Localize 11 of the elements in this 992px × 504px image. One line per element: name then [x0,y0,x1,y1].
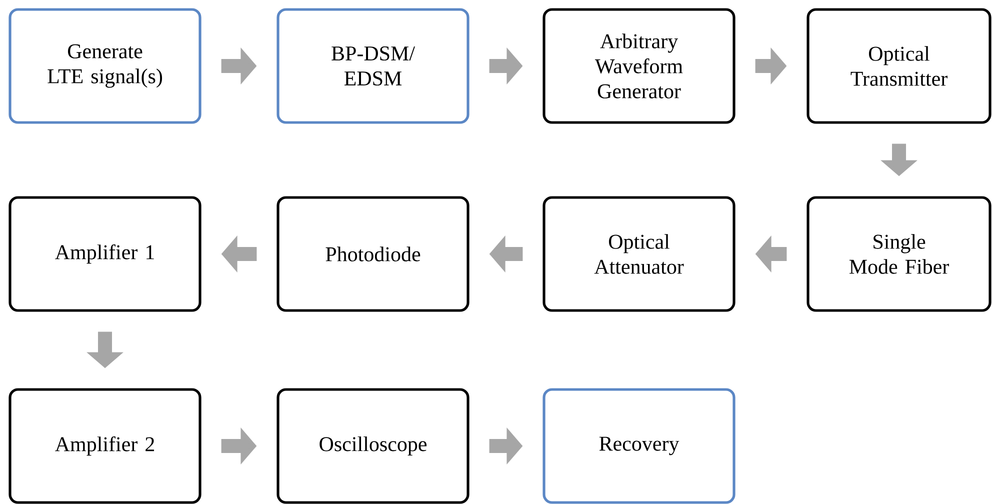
process-box: Arbitrary Waveform Generator [542,8,736,124]
process-box: Generate LTE signal(s) [8,8,202,124]
process-box: Oscilloscope [276,388,470,504]
process-box: Optical Transmitter [806,8,992,124]
process-box: Recovery [542,388,736,504]
process-box: Amplifier 1 [8,196,202,312]
process-box: Single Mode Fiber [806,196,992,312]
process-box: Photodiode [276,196,470,312]
process-box: Optical Attenuator [542,196,736,312]
process-box: Amplifier 2 [8,388,202,504]
process-box: BP-DSM/ EDSM [276,8,470,124]
